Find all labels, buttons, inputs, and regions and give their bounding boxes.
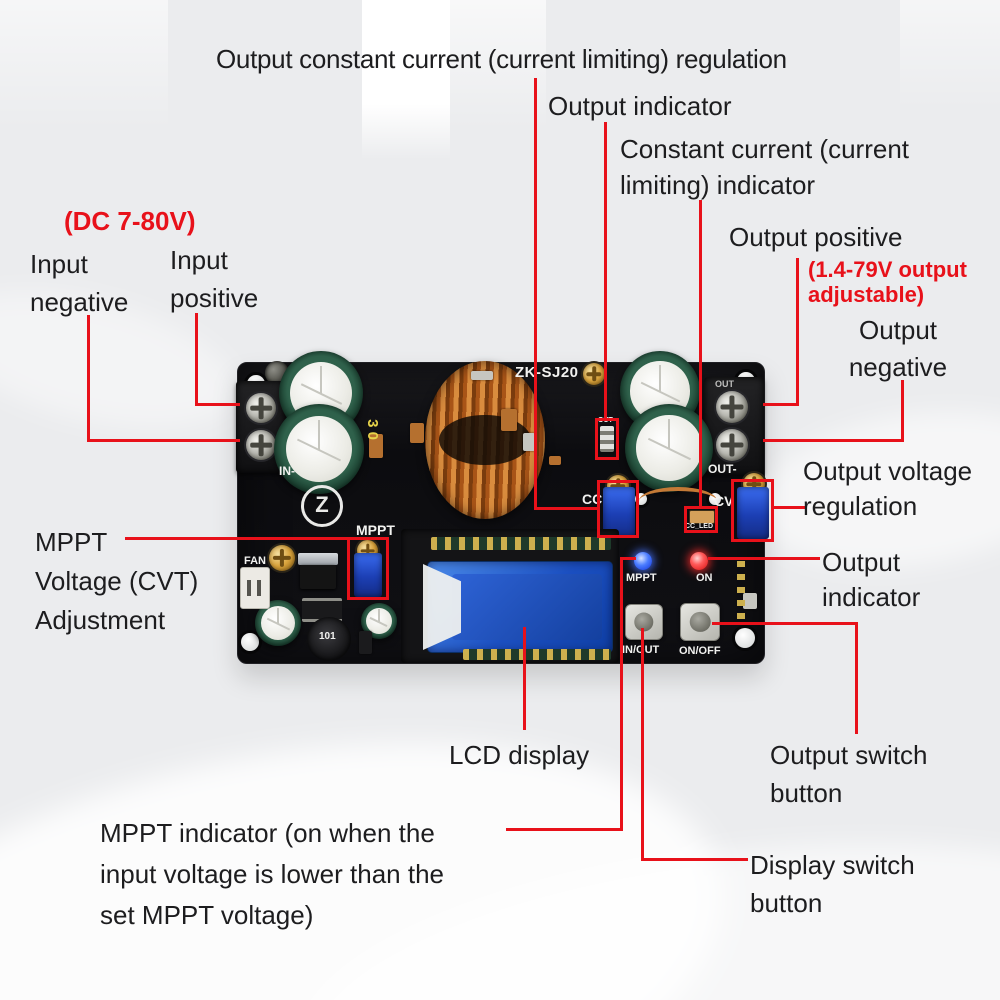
callout-line-cc-regulation: [534, 507, 600, 510]
silkscreen-fan: FAN: [244, 555, 266, 567]
smd-component: [501, 409, 517, 431]
brand-logo: Z: [301, 485, 343, 527]
callout-line-output-positive: [763, 403, 799, 406]
silkscreen-on-off: ON/OFF: [679, 645, 721, 657]
callout-line-output-switch: [712, 622, 858, 625]
callout-line-output-indicator-right: [708, 557, 820, 560]
capacitor: [625, 404, 713, 492]
silkscreen-out-minus: OUT-: [708, 462, 737, 476]
output-indicator-led: [600, 426, 614, 452]
silkscreen-mppt-led: MPPT: [626, 572, 657, 584]
silkscreen-on-led: ON: [696, 572, 713, 584]
on-led: [690, 552, 708, 570]
callout-line-input-negative: [87, 439, 240, 442]
inductor-label: 101: [319, 631, 336, 642]
corner-screw: [583, 363, 605, 385]
lcd-pins: [431, 537, 611, 550]
background-shape: [900, 0, 1000, 110]
label-cc-regulation: Output constant current (current limitin…: [216, 44, 787, 74]
smd-component: [410, 423, 424, 443]
silkscreen-in-minus: IN-: [279, 464, 295, 478]
pcb-board: IN- OUT OUT- 3 0 ZK-SJ20 Z OUT CC: [236, 351, 769, 664]
highlight-box-cc-trimmer: [597, 480, 639, 538]
mosfet-body: [300, 565, 336, 589]
mppt-trimmer: [354, 553, 382, 597]
label-output-indicator-top: Output indicator: [548, 91, 732, 121]
smd-component: [549, 456, 561, 465]
callout-line-output-negative: [901, 380, 904, 442]
silkscreen-in-out: IN/OUT: [622, 644, 659, 656]
callout-line-output-negative: [763, 439, 904, 442]
silkscreen-cc-led: CC_LED: [685, 523, 714, 530]
callout-line-mppt-indicator: [620, 557, 623, 831]
output-terminal-screw-positive: [716, 391, 748, 423]
smd-component: [743, 593, 757, 609]
label-output-voltage-regulation: Output voltage regulation: [803, 456, 973, 521]
callout-line-lcd-display: [523, 627, 526, 730]
transistor: [359, 631, 372, 654]
label-output-adjust-range: (1.4-79V output adjustable): [808, 257, 967, 307]
background-shape: [0, 0, 168, 130]
label-input-negative: Input negative: [30, 249, 129, 317]
callout-line-cc-indicator: [699, 200, 702, 507]
input-terminal-screw-positive: [246, 393, 276, 423]
callout-line-input-positive: [195, 403, 240, 406]
background-shape: [362, 0, 450, 160]
label-cc-indicator: Constant current (current limiting) indi…: [620, 134, 910, 200]
power-inductor: 101: [307, 617, 351, 661]
callout-line-output-indicator-top: [604, 122, 607, 418]
mosfet-heatsink-tab: [298, 553, 338, 565]
mounting-hole: [241, 633, 259, 651]
label-output-negative: Output negative: [848, 315, 948, 382]
label-lcd-display: LCD display: [449, 740, 590, 770]
label-display-switch: Display switch button: [750, 850, 915, 918]
highlight-box-output-led: [595, 418, 619, 460]
in-out-button: [625, 604, 663, 640]
callout-line-mppt-indicator: [620, 557, 636, 560]
label-mppt-adjustment: MPPT Voltage (CVT) Adjustment: [35, 527, 199, 635]
callout-line-display-switch: [641, 858, 748, 861]
lcd-pins: [463, 649, 611, 660]
capacitor: [361, 603, 397, 639]
capacitor: [274, 404, 364, 494]
callout-line-input-positive: [195, 313, 198, 406]
callout-line-mppt-indicator: [506, 828, 623, 831]
mounting-hole: [735, 628, 755, 648]
fan-connector: [240, 567, 270, 609]
input-terminal-screw-negative: [246, 430, 276, 460]
output-terminal-screw-negative: [716, 429, 748, 461]
callout-line-output-positive: [796, 258, 799, 406]
capacitor-marking: 3 0: [363, 419, 381, 440]
label-output-positive: Output positive: [729, 222, 903, 252]
callout-line-cc-regulation: [534, 78, 537, 510]
callout-line-mppt-adjustment: [125, 537, 347, 540]
callout-line-output-voltage-regulation: [774, 506, 806, 509]
model-label: ZK-SJ20: [515, 364, 579, 381]
copper-jumper-wire: [639, 487, 717, 515]
highlight-box-cc-led: [684, 506, 718, 533]
callout-line-output-switch: [855, 622, 858, 734]
callout-line-display-switch: [641, 628, 644, 861]
pin-header: [737, 561, 745, 623]
highlight-box-cv-trimmer: [731, 479, 774, 542]
mppt-led: [634, 552, 652, 570]
callout-line-input-negative: [87, 315, 90, 442]
label-output-switch: Output switch button: [770, 740, 928, 808]
smd-component: [369, 434, 383, 458]
silkscreen-cv: CV: [714, 493, 734, 509]
highlight-box-mppt-trimmer: [347, 537, 389, 600]
label-output-indicator-right: Output indicator: [822, 547, 921, 612]
board-screw: [269, 545, 295, 571]
label-input-range: (DC 7-80V): [64, 206, 196, 236]
lcd-module: [401, 529, 619, 663]
lcd-screen-inner: [452, 574, 602, 640]
silkscreen-mppt-pot: MPPT: [356, 522, 395, 538]
smd-component: [523, 433, 535, 451]
label-input-positive: Input positive: [170, 245, 259, 313]
cc-trimmer: [603, 487, 635, 537]
label-mppt-indicator: MPPT indicator (on when the input voltag…: [100, 818, 444, 930]
smd-component: [471, 371, 493, 380]
capacitor: [255, 600, 301, 646]
silkscreen-out-plus: OUT: [715, 379, 734, 389]
